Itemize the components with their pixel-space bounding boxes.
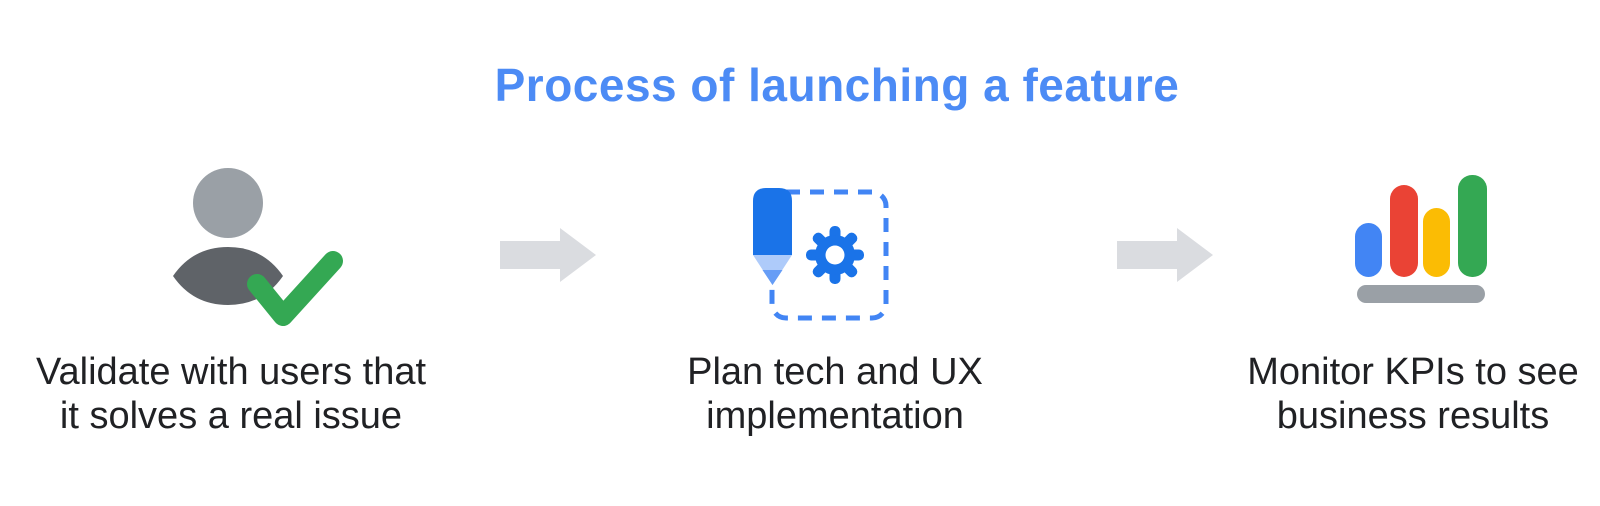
caption-line: Monitor KPIs to see xyxy=(1247,351,1579,393)
right-arrow-icon xyxy=(1117,228,1213,282)
caption-line: Plan tech and UX xyxy=(687,351,983,393)
pencil-body xyxy=(753,188,792,255)
check-icon xyxy=(247,251,343,326)
bar-blue xyxy=(1355,223,1382,277)
step-caption-monitor: Monitor KPIs to see business results xyxy=(1247,350,1579,438)
bar-yellow xyxy=(1423,208,1450,277)
arrow-shape xyxy=(1117,228,1213,282)
chart-base xyxy=(1357,285,1485,303)
caption-line: it solves a real issue xyxy=(59,395,403,437)
pencil-gear-icon xyxy=(753,188,889,321)
bar-green xyxy=(1458,175,1487,277)
diagram-title: Process of launching a feature xyxy=(494,59,1180,111)
bar-red xyxy=(1390,185,1418,277)
caption-line: implementation xyxy=(706,395,964,437)
caption-line: Validate with users that xyxy=(35,351,427,393)
person-head xyxy=(193,168,263,238)
gear-hole xyxy=(825,245,845,265)
bar-chart-icon xyxy=(1355,175,1487,303)
step-caption-plan: Plan tech and UX implementation xyxy=(687,350,983,438)
right-arrow-icon xyxy=(500,228,596,282)
pencil-point xyxy=(762,270,783,285)
caption-line: business results xyxy=(1276,395,1550,437)
step-caption-validate: Validate with users that it solves a rea… xyxy=(36,350,426,438)
arrow-shape xyxy=(500,228,596,282)
person-check-icon xyxy=(173,168,343,326)
